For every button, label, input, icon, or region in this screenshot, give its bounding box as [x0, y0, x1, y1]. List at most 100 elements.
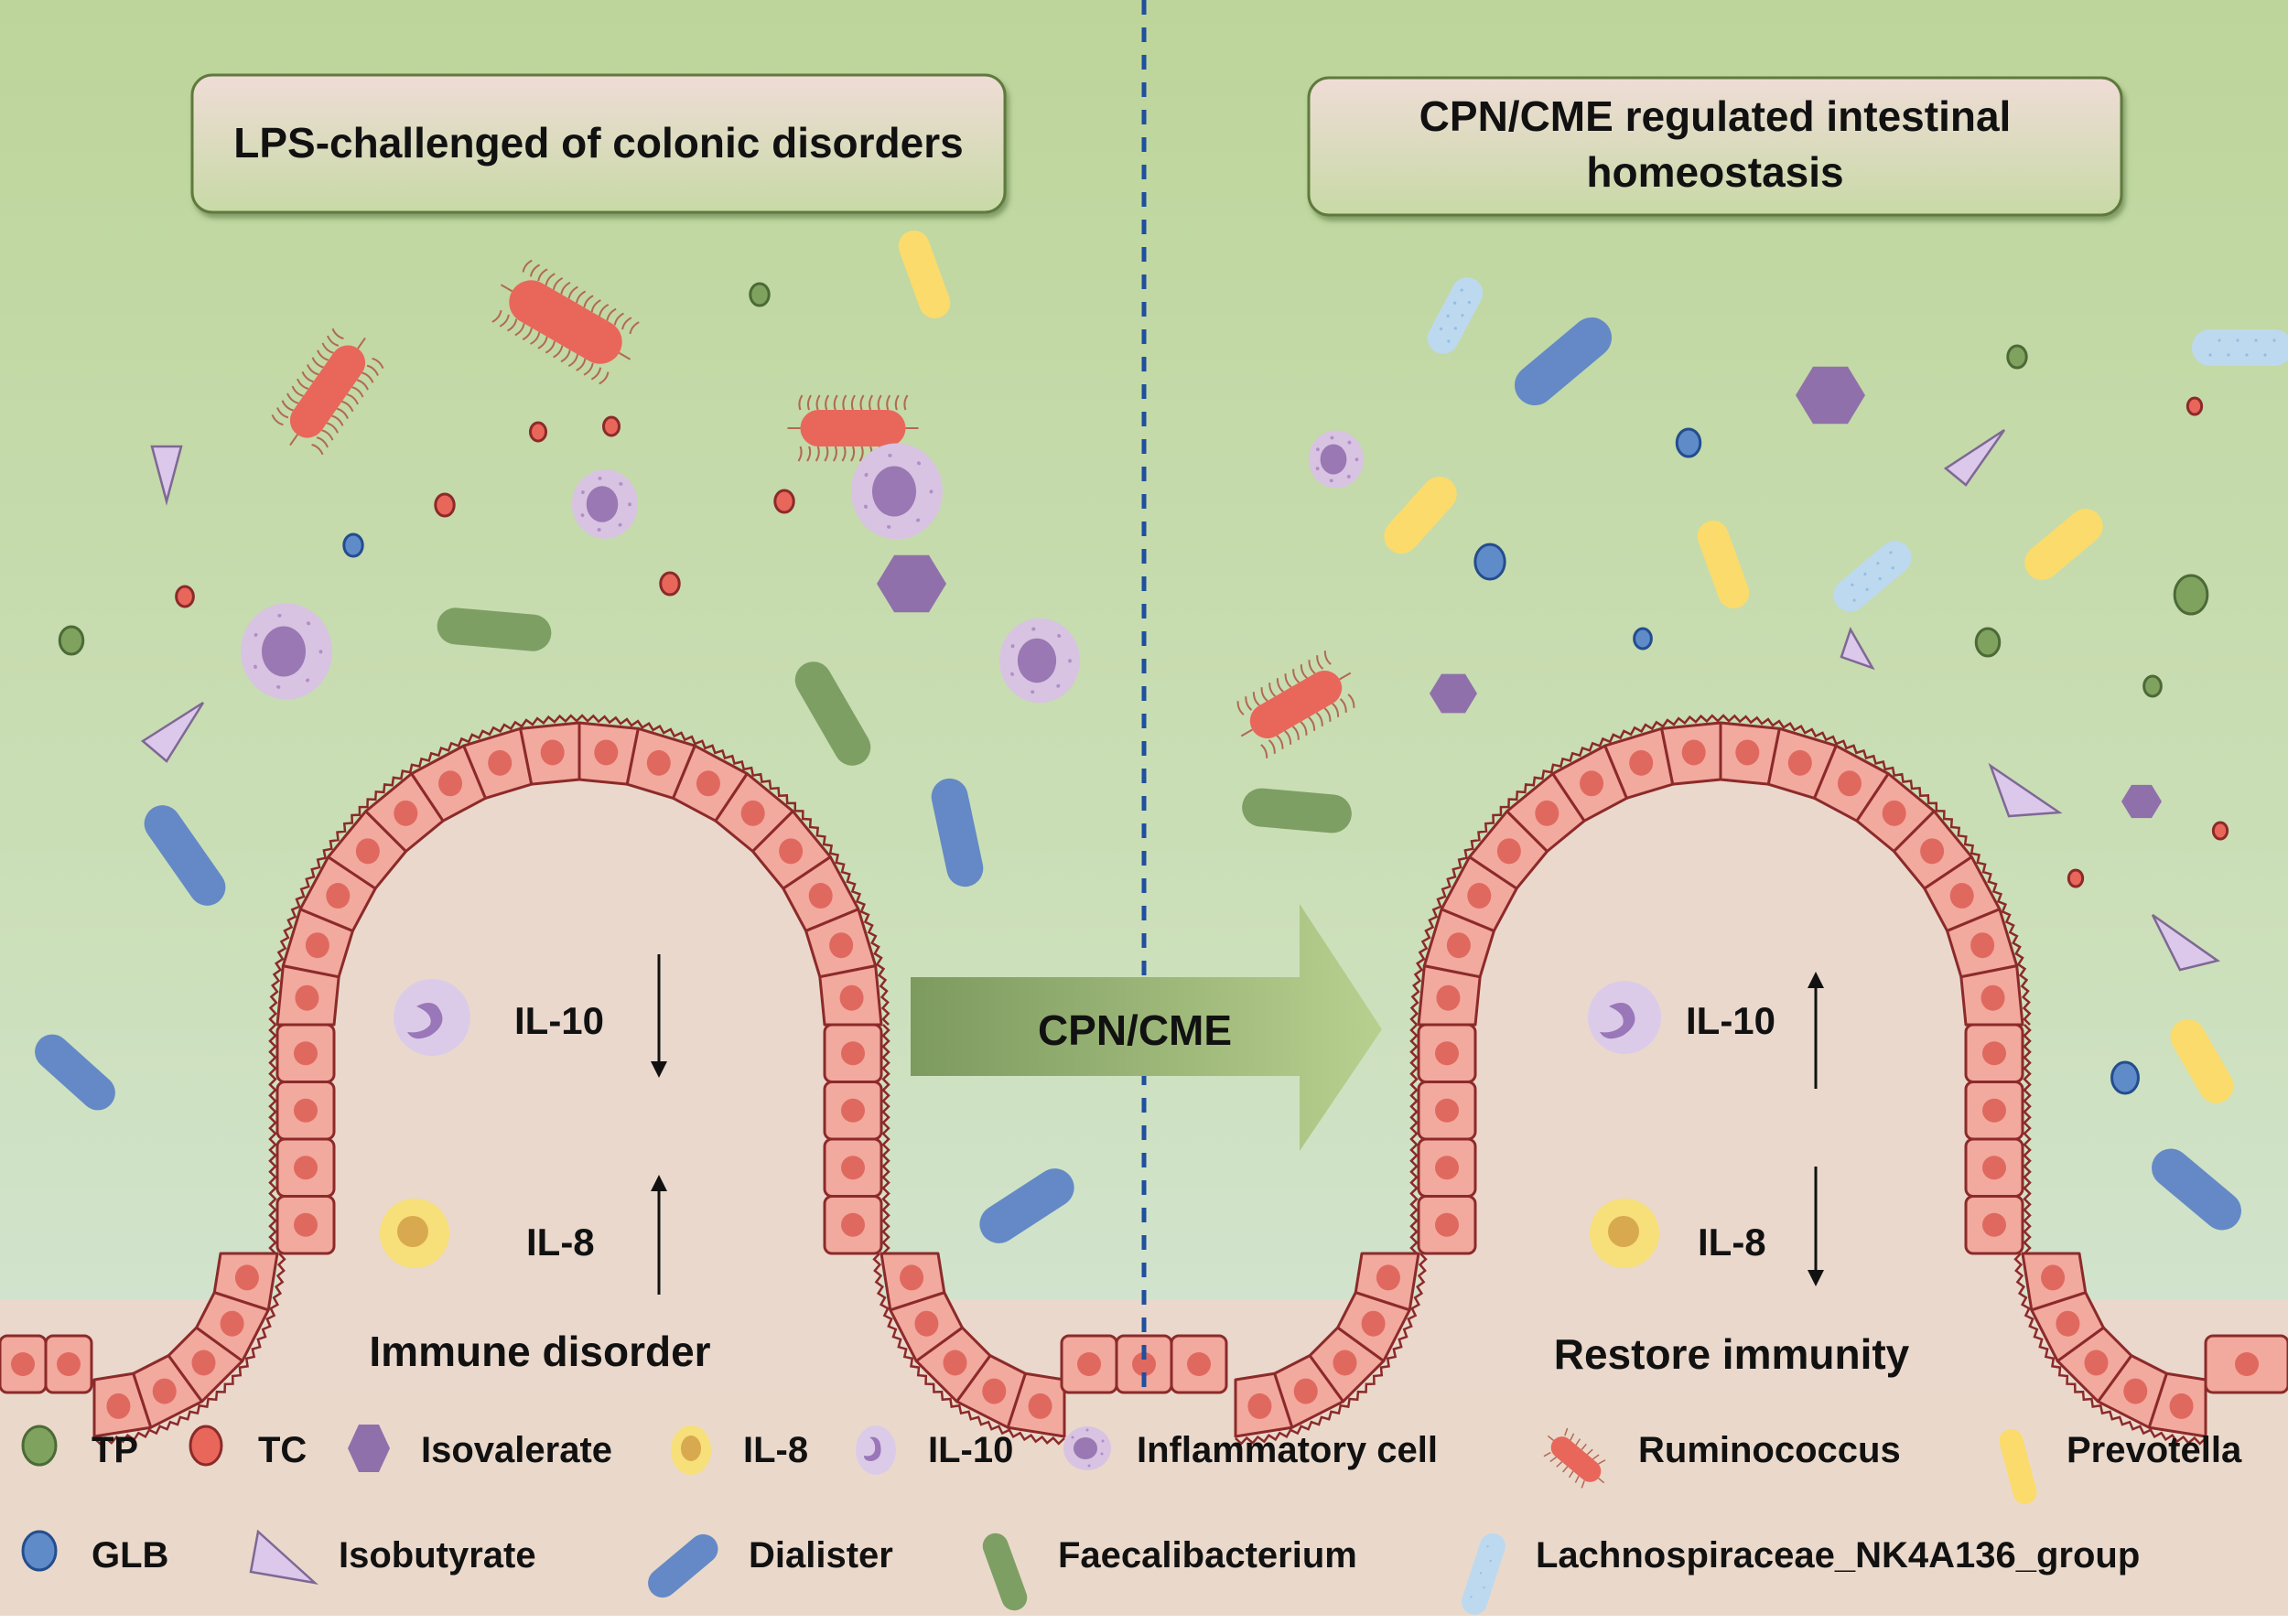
dot	[2263, 353, 2267, 357]
cell-nucleus	[646, 749, 671, 776]
cilium	[1300, 721, 1308, 736]
glb-particle	[1473, 543, 1506, 581]
left-status-label: Immune disorder	[369, 1328, 710, 1375]
dot	[2236, 339, 2239, 342]
cell-nucleus	[1132, 1352, 1156, 1376]
dialister	[979, 1168, 1074, 1243]
cilium	[576, 290, 587, 304]
cell-nucleus	[1435, 1098, 1459, 1123]
granule	[306, 678, 309, 683]
cell-nucleus	[1028, 1393, 1052, 1419]
cilium	[366, 364, 379, 376]
cell-nucleus	[1446, 932, 1471, 959]
prevotella	[1697, 520, 1750, 609]
cell-nucleus	[841, 1212, 865, 1237]
dialister-body	[979, 1168, 1074, 1243]
cell-nucleus	[1496, 838, 1521, 865]
right-title-line1: CPN/CME regulated intestinal	[1419, 92, 2012, 140]
granule	[864, 472, 869, 477]
cell-nucleus	[594, 739, 619, 766]
cell-nucleus	[106, 1393, 131, 1419]
cell-nucleus	[1681, 739, 1706, 766]
granule	[1068, 659, 1072, 663]
isobutyrate	[1840, 626, 1875, 671]
villi-epithelium	[0, 714, 2288, 1446]
cilium	[311, 444, 324, 456]
isovalerate	[877, 554, 946, 613]
cell-nucleus	[488, 749, 513, 776]
granule	[581, 490, 585, 494]
green-rod-icon	[968, 1528, 1041, 1611]
cell-nucleus	[305, 932, 329, 959]
cilium	[583, 362, 594, 376]
dot	[1878, 576, 1882, 581]
cell-nucleus	[262, 626, 306, 677]
cilium	[537, 336, 548, 350]
faecalibacterium	[794, 661, 871, 766]
glb-particle	[342, 532, 364, 558]
cell-nucleus	[1320, 444, 1347, 475]
prevotella-body	[898, 230, 951, 319]
legend-label: Isobutyrate	[339, 1534, 536, 1576]
legend: TP TC Isovalerate IL-8 IL-10 Inflammator…	[0, 1395, 2288, 1624]
brush-border	[93, 1253, 286, 1446]
cilium	[859, 394, 865, 411]
cell-nucleus	[1949, 883, 1974, 909]
brush-border	[881, 1024, 890, 1254]
cilium	[841, 446, 847, 462]
cell-nucleus	[841, 1098, 865, 1123]
cilium	[832, 446, 837, 462]
cilium	[1291, 726, 1300, 740]
cilium	[869, 394, 874, 411]
red-circle-icon	[183, 1423, 242, 1478]
lilac-triangle-icon	[245, 1528, 322, 1585]
tc-particle	[434, 492, 456, 518]
cilium	[341, 400, 354, 413]
cilium	[545, 273, 556, 286]
isobutyrate	[1988, 762, 2063, 818]
lachnospiraceae-body	[2192, 329, 2288, 366]
lachnospiraceae	[2192, 329, 2288, 366]
granule	[277, 613, 282, 618]
prevotella	[898, 230, 951, 319]
tc-particle	[2067, 868, 2085, 888]
cell-nucleus	[294, 1041, 318, 1066]
faecalibacterium-body	[794, 661, 871, 766]
granule	[1347, 440, 1352, 445]
cilium	[1332, 703, 1340, 717]
cilium	[1260, 744, 1268, 758]
villus-core	[1419, 723, 2023, 1372]
prevotella	[1384, 476, 1457, 554]
tc-particle	[773, 489, 795, 514]
ruminococcus-body	[800, 410, 906, 446]
cilium	[545, 340, 556, 354]
cell-nucleus	[2084, 1350, 2109, 1376]
tc-particle	[602, 415, 621, 437]
cell-nucleus	[839, 984, 864, 1011]
lachnospiraceae	[1427, 277, 1484, 354]
dot	[2227, 353, 2230, 357]
cell-nucleus	[1787, 749, 1812, 776]
isobutyrate	[150, 445, 183, 506]
isovalerate	[1430, 673, 1477, 714]
cilium	[336, 407, 349, 419]
left-il8-label: IL-8	[526, 1221, 595, 1264]
lilac-cell-icon	[853, 1423, 912, 1478]
cilium	[316, 436, 329, 448]
cell-nucleus	[1376, 1264, 1400, 1291]
granule	[1057, 634, 1062, 638]
cell-nucleus	[1982, 1041, 2006, 1066]
cell-nucleus	[982, 1378, 1007, 1404]
granule	[887, 524, 890, 529]
cilium	[1339, 672, 1352, 681]
cilium	[1268, 739, 1276, 754]
dot	[2218, 339, 2221, 342]
brush-border	[2013, 1253, 2207, 1446]
inflammatory-cell	[241, 603, 332, 700]
left-title-box: LPS-challenged of colonic disorders	[190, 73, 1007, 214]
legend-background	[0, 1391, 2288, 1624]
dot	[1852, 598, 1856, 602]
left-title-frame	[190, 73, 1007, 214]
lachnospiraceae-body	[1833, 541, 1912, 612]
cilium	[1323, 707, 1332, 722]
